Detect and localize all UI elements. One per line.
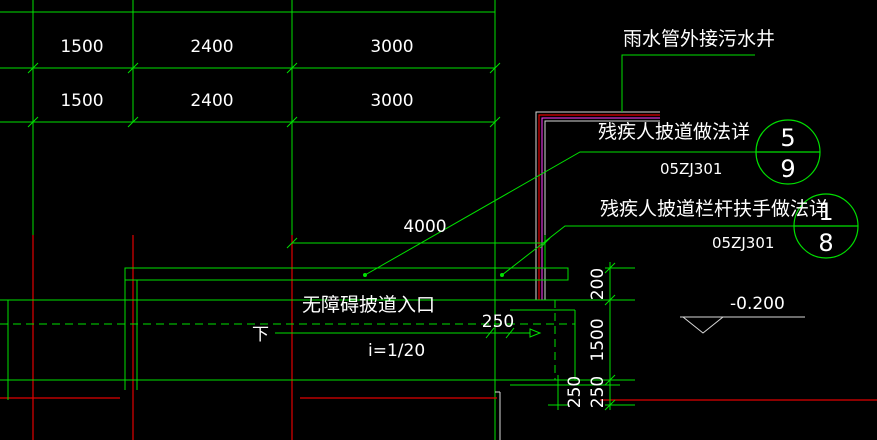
grid-ticks (27, 62, 501, 128)
entrance-label: 无障碍披道入口 (302, 294, 435, 316)
ramp-callout-num: 5 (780, 124, 795, 152)
red-axis-lines (0, 235, 877, 440)
grid-lines (0, 0, 496, 440)
ramp-outline (0, 267, 620, 440)
slope-arrow (275, 327, 542, 339)
railing-code-label: 05ZJ301 (712, 234, 774, 252)
ramp-code-label: 05ZJ301 (660, 160, 722, 178)
railing-callout-sheet: 8 (818, 229, 833, 257)
dim-row1-c: 3000 (370, 37, 413, 57)
railing-detail-label: 残疾人披道栏杆扶手做法详 (600, 198, 828, 220)
right-dim-200: 200 (588, 268, 608, 300)
ramp-length-dimension (286, 235, 551, 268)
dim-row2-b: 2400 (190, 91, 233, 111)
slope-label: i=1/20 (368, 341, 425, 361)
dim-row1-b: 2400 (190, 37, 233, 57)
drain-label: 雨水管外接污水井 (623, 28, 775, 50)
ramp-detail-label: 残疾人披道做法详 (598, 121, 750, 143)
right-dim-1500: 1500 (588, 318, 608, 361)
right-dim-250a: 250 (565, 376, 585, 408)
elevation-marker (680, 316, 805, 334)
direction-label: 下 (252, 325, 269, 345)
dim-row2-c: 3000 (370, 91, 413, 111)
elevation-label: -0.200 (730, 294, 785, 314)
drain-leader (621, 54, 755, 112)
ramp-length-dim: 4000 (403, 217, 446, 237)
dim-row1-a: 1500 (60, 37, 103, 57)
step-dim: 250 (482, 312, 514, 332)
right-dimension-chain (548, 262, 635, 411)
right-dim-250b: 250 (588, 376, 608, 408)
ramp-callout (363, 119, 821, 277)
ramp-callout-sheet: 9 (780, 155, 795, 183)
railing-callout-num: 1 (818, 198, 833, 226)
railing-callout (500, 193, 859, 277)
dim-row2-a: 1500 (60, 91, 103, 111)
